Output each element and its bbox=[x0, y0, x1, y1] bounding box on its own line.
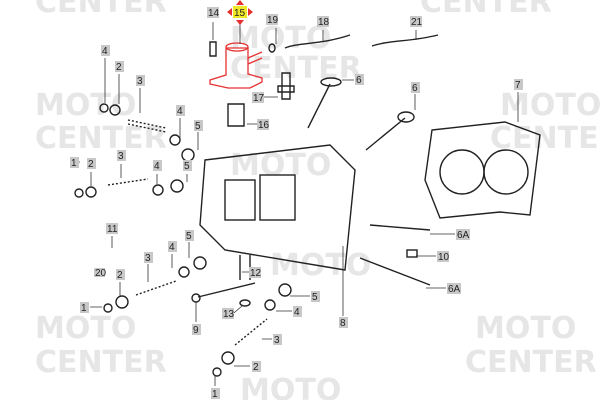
svg-text:19: 19 bbox=[267, 15, 279, 26]
svg-text:3: 3 bbox=[137, 76, 143, 87]
watermark-text: CENTER bbox=[35, 121, 167, 156]
svg-text:14: 14 bbox=[208, 8, 220, 19]
label-6[interactable]: 6 bbox=[355, 74, 364, 86]
watermark-text: MOTO bbox=[35, 88, 136, 123]
label-4[interactable]: 4 bbox=[176, 105, 185, 117]
label-5[interactable]: 5 bbox=[183, 160, 192, 172]
svg-text:3: 3 bbox=[145, 253, 151, 264]
label-5[interactable]: 5 bbox=[194, 120, 203, 132]
svg-text:2: 2 bbox=[116, 62, 122, 73]
label-3[interactable]: 3 bbox=[117, 150, 126, 162]
svg-text:4: 4 bbox=[177, 106, 183, 117]
watermark-text: CENTER bbox=[35, 0, 167, 20]
svg-text:3: 3 bbox=[118, 151, 124, 162]
watermark-text: MOTO bbox=[230, 21, 331, 56]
label-3[interactable]: 3 bbox=[144, 252, 153, 264]
watermark-text: MOTO bbox=[230, 148, 331, 183]
svg-text:8: 8 bbox=[340, 318, 346, 329]
svg-text:12: 12 bbox=[250, 268, 262, 279]
label-16[interactable]: 16 bbox=[257, 119, 270, 131]
label-21[interactable]: 21 bbox=[410, 16, 423, 28]
watermark-text: CENTER bbox=[490, 121, 600, 156]
svg-text:15: 15 bbox=[234, 8, 246, 19]
label-4[interactable]: 4 bbox=[153, 160, 162, 172]
label-14[interactable]: 14 bbox=[207, 7, 220, 19]
svg-text:6A: 6A bbox=[457, 230, 470, 241]
label-18[interactable]: 18 bbox=[317, 16, 330, 28]
svg-text:1: 1 bbox=[71, 158, 77, 169]
watermark-text: CENTER bbox=[35, 345, 167, 380]
svg-text:17: 17 bbox=[253, 93, 265, 104]
svg-text:6: 6 bbox=[412, 83, 418, 94]
label-9[interactable]: 9 bbox=[192, 324, 201, 336]
label-6A[interactable]: 6A bbox=[447, 283, 461, 295]
watermark-text: CENTER bbox=[230, 51, 362, 86]
label-2[interactable]: 2 bbox=[115, 61, 124, 73]
svg-text:16: 16 bbox=[258, 120, 270, 131]
svg-text:6: 6 bbox=[356, 75, 362, 86]
label-19[interactable]: 19 bbox=[266, 14, 279, 26]
label-13[interactable]: 13 bbox=[222, 308, 235, 320]
svg-text:1: 1 bbox=[81, 303, 87, 314]
svg-text:1: 1 bbox=[212, 389, 218, 400]
svg-text:6A: 6A bbox=[448, 284, 461, 295]
svg-text:7: 7 bbox=[515, 80, 521, 91]
svg-text:4: 4 bbox=[169, 242, 175, 253]
watermark-text: MOTO bbox=[240, 373, 341, 400]
label-7[interactable]: 7 bbox=[514, 79, 523, 91]
watermark-text: CENTER bbox=[420, 0, 552, 20]
svg-text:5: 5 bbox=[312, 292, 318, 303]
svg-text:4: 4 bbox=[154, 161, 160, 172]
label-1[interactable]: 1 bbox=[211, 388, 220, 400]
label-1[interactable]: 1 bbox=[70, 157, 79, 169]
svg-text:13: 13 bbox=[223, 309, 235, 320]
label-5[interactable]: 5 bbox=[311, 291, 320, 303]
leader-lines bbox=[77, 22, 519, 386]
watermark-text: CENTER bbox=[465, 345, 597, 380]
label-6A[interactable]: 6A bbox=[456, 229, 470, 241]
label-17[interactable]: 17 bbox=[252, 92, 265, 104]
svg-text:18: 18 bbox=[318, 17, 330, 28]
label-12[interactable]: 12 bbox=[249, 267, 262, 279]
svg-text:9: 9 bbox=[193, 325, 199, 336]
label-3[interactable]: 3 bbox=[273, 334, 282, 346]
label-4[interactable]: 4 bbox=[101, 45, 110, 57]
svg-text:5: 5 bbox=[195, 121, 201, 132]
selection-arrows-icon bbox=[227, 0, 253, 25]
label-4[interactable]: 4 bbox=[168, 241, 177, 253]
label-6[interactable]: 6 bbox=[411, 82, 420, 94]
svg-text:3: 3 bbox=[274, 335, 280, 346]
label-2[interactable]: 2 bbox=[116, 269, 125, 281]
watermark: CENTER CENTER MOTO CENTER CENTER MOTO MO… bbox=[35, 0, 600, 400]
label-8[interactable]: 8 bbox=[339, 317, 348, 329]
svg-text:2: 2 bbox=[253, 362, 259, 373]
parts bbox=[74, 34, 541, 377]
svg-text:10: 10 bbox=[438, 252, 450, 263]
svg-text:5: 5 bbox=[184, 161, 190, 172]
label-1[interactable]: 1 bbox=[80, 302, 89, 314]
svg-text:4: 4 bbox=[294, 307, 300, 318]
svg-text:4: 4 bbox=[102, 46, 108, 57]
callout-labels: 14 15 19 18 21 6 6 7 17 16 4 2 3 4 5 1 2… bbox=[70, 0, 523, 400]
label-15-selected[interactable]: 15 bbox=[227, 0, 253, 25]
svg-text:11: 11 bbox=[107, 224, 118, 235]
label-2[interactable]: 2 bbox=[252, 361, 261, 373]
svg-text:20: 20 bbox=[95, 268, 107, 279]
part-15-water-outlet[interactable] bbox=[209, 42, 263, 89]
label-20[interactable]: 20 bbox=[94, 268, 107, 279]
watermark-text: MOTO bbox=[35, 311, 136, 346]
svg-text:2: 2 bbox=[117, 270, 123, 281]
svg-text:5: 5 bbox=[186, 231, 192, 242]
label-3[interactable]: 3 bbox=[136, 75, 145, 87]
svg-text:21: 21 bbox=[411, 17, 423, 28]
watermark-text: MOTO bbox=[500, 88, 600, 123]
label-2[interactable]: 2 bbox=[87, 158, 96, 170]
svg-text:2: 2 bbox=[88, 159, 94, 170]
label-11[interactable]: 11 bbox=[106, 223, 118, 235]
label-4[interactable]: 4 bbox=[293, 306, 302, 318]
watermark-text: MOTO bbox=[475, 311, 576, 346]
label-5[interactable]: 5 bbox=[185, 230, 194, 242]
label-10[interactable]: 10 bbox=[437, 251, 450, 263]
